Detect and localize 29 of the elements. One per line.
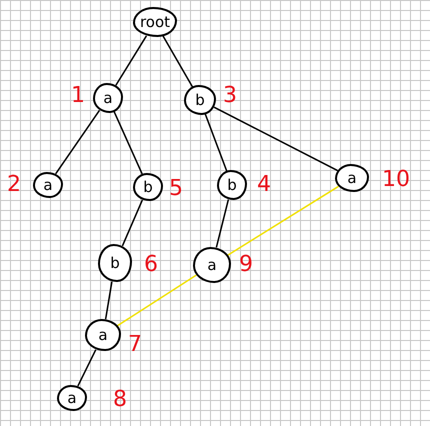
node-number: 4 bbox=[257, 174, 271, 196]
node-number: 3 bbox=[223, 85, 237, 107]
trie-node: root bbox=[133, 7, 177, 37]
node-number: 8 bbox=[113, 389, 127, 411]
trie-node: b bbox=[133, 173, 163, 201]
trie-node: a bbox=[193, 247, 231, 283]
tree-edge bbox=[115, 35, 148, 86]
node-number: 2 bbox=[7, 174, 21, 196]
tree-edge bbox=[214, 106, 338, 172]
node-number: 1 bbox=[71, 85, 85, 107]
trie-node: a bbox=[85, 319, 121, 351]
tree-edge bbox=[216, 199, 230, 248]
trie-node: b bbox=[184, 85, 216, 115]
node-number: 7 bbox=[128, 334, 142, 356]
trie-node: b bbox=[98, 244, 132, 282]
trie-node: a bbox=[335, 164, 369, 192]
node-number: 9 bbox=[239, 254, 253, 276]
trie-node: a bbox=[57, 385, 87, 411]
trie-node: a bbox=[33, 172, 63, 198]
tree-edge bbox=[162, 36, 194, 88]
node-number: 6 bbox=[144, 254, 158, 276]
node-number: 10 bbox=[382, 169, 410, 191]
node-number: 5 bbox=[169, 178, 183, 200]
highlight-line bbox=[117, 274, 197, 326]
trie-node: b bbox=[217, 170, 247, 200]
trie-node: a bbox=[93, 83, 123, 113]
tree-edge bbox=[55, 110, 100, 174]
tree-edge bbox=[122, 200, 144, 246]
highlight-line bbox=[228, 186, 339, 256]
